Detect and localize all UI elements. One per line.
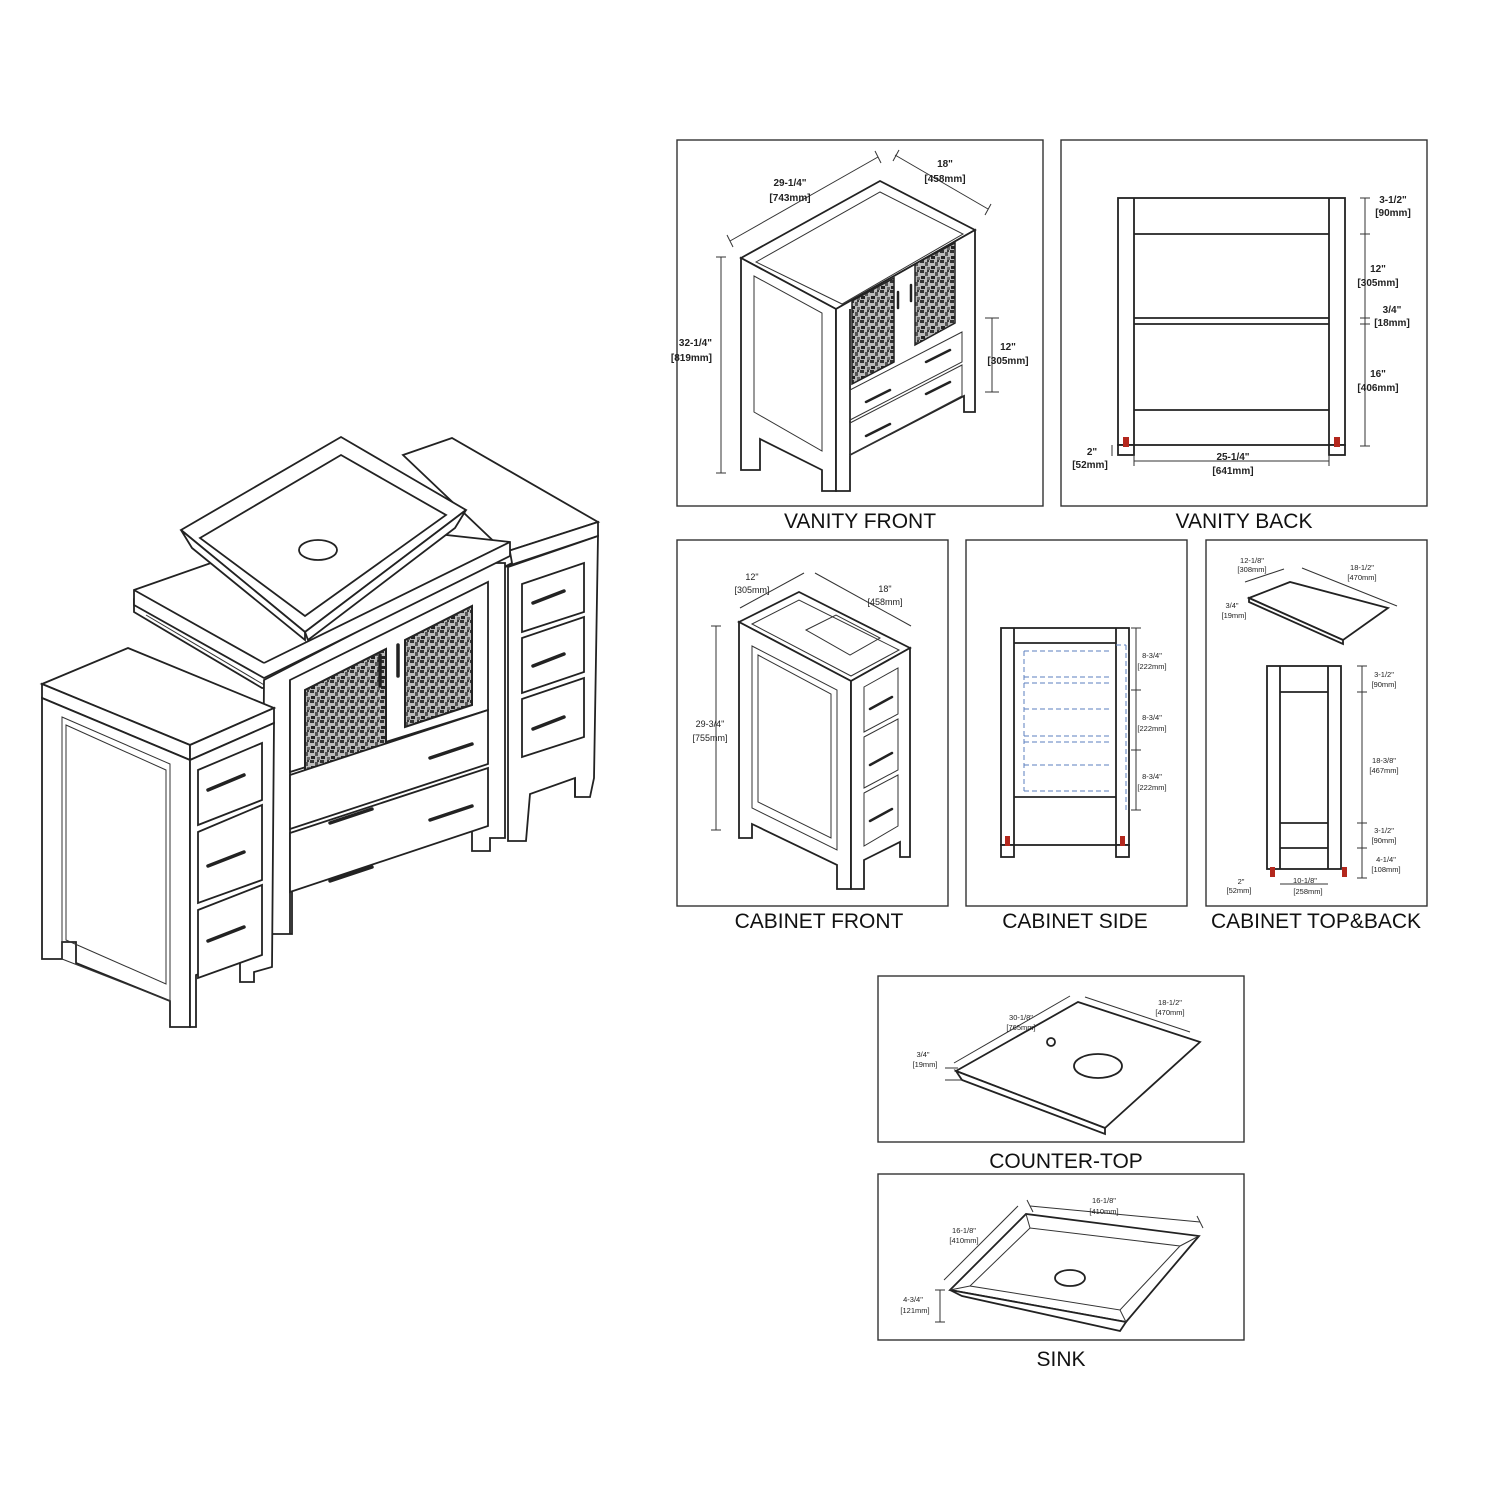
dim-ct-t-mm: [19mm] <box>1221 611 1246 620</box>
dim-co-w-in: 30-1/8" <box>1009 1013 1033 1022</box>
dim-vb-foot-mm: [52mm] <box>1072 460 1108 471</box>
dim-sk-d-mm: [410mm] <box>949 1236 978 1245</box>
dim-co-w-mm: [765mm] <box>1006 1023 1035 1032</box>
panel-vanity-front: 29-1/4" [743mm] 18" [458mm] 32-1/4" [819… <box>671 139 1044 533</box>
panel-sink: 16-1/8" [410mm] 16-1/8" [410mm] 4-3/4" [… <box>877 1173 1245 1371</box>
dim-vf-width-in: 29-1/4" <box>773 178 806 189</box>
dim-cs-d3-mm: [222mm] <box>1137 783 1166 792</box>
dim-vf-width-mm: [743mm] <box>769 193 810 204</box>
panel-cabinet-front: 12" [305mm] 18" [458mm] 29-3/4" [755mm] … <box>676 539 949 933</box>
dim-vb-shelf-in: 3/4" <box>1383 305 1402 316</box>
dim-cf-height-mm: [755mm] <box>692 733 727 743</box>
dim-sk-h-mm: [121mm] <box>900 1306 929 1315</box>
dim-cb-leg-in: 4-1/4" <box>1376 855 1396 864</box>
dim-ct-t-in: 3/4" <box>1225 601 1238 610</box>
dim-vb-width-in: 25-1/4" <box>1216 452 1249 463</box>
dim-sk-w-in: 16-1/8" <box>1092 1196 1116 1205</box>
dim-cs-d1-mm: [222mm] <box>1137 662 1166 671</box>
dim-vb-width-mm: [641mm] <box>1212 466 1253 477</box>
dim-cb-rail-mm: [90mm] <box>1371 836 1396 845</box>
dim-vb-top-mm: [90mm] <box>1375 208 1411 219</box>
dim-cf-width-mm: [305mm] <box>734 585 769 595</box>
dim-ct-d-in: 18-1/2" <box>1350 563 1374 572</box>
dim-cb-width-in: 10-1/8" <box>1293 876 1317 885</box>
dim-cb-foot-in: 2" <box>1238 877 1245 886</box>
caption-vanity-back: VANITY BACK <box>1176 510 1313 533</box>
panel-cabinet-side: 8-3/4" [222mm] 8-3/4" [222mm] 8-3/4" [22… <box>965 539 1188 933</box>
caption-cabinet-top-back: CABINET TOP&BACK <box>1211 910 1421 933</box>
dim-vb-lower-mm: [406mm] <box>1357 383 1398 394</box>
dim-cb-foot-mm: [52mm] <box>1226 886 1251 895</box>
left-cabinet <box>39 647 277 1028</box>
dim-cb-top-in: 3-1/2" <box>1374 670 1394 679</box>
dim-vb-shelf-mm: [18mm] <box>1374 318 1410 329</box>
dim-ct-w-in: 12-1/8" <box>1240 556 1264 565</box>
caption-sink: SINK <box>1036 1348 1085 1371</box>
dim-sk-w-mm: [410mm] <box>1089 1207 1118 1216</box>
dim-vf-height-in: 32-1/4" <box>679 338 712 349</box>
dim-vb-upper-in: 12" <box>1370 264 1386 275</box>
dim-vf-drawer-mm: [305mm] <box>987 356 1028 367</box>
dim-cb-mid-mm: [467mm] <box>1369 766 1398 775</box>
dim-vf-depth-in: 18" <box>937 159 953 170</box>
dim-cb-leg-mm: [108mm] <box>1371 865 1400 874</box>
dim-vb-lower-in: 16" <box>1370 369 1386 380</box>
dim-cb-width-mm: [258mm] <box>1293 887 1322 896</box>
vessel-sink <box>179 435 468 642</box>
caption-cabinet-front: CABINET FRONT <box>735 910 904 933</box>
panel-cabinet-top-back: 12-1/8" [308mm] 18-1/2" [470mm] 3/4" [19… <box>1205 539 1428 933</box>
dim-ct-w-mm: [308mm] <box>1237 565 1266 574</box>
dim-vb-upper-mm: [305mm] <box>1357 278 1398 289</box>
dim-cs-d2-in: 8-3/4" <box>1142 713 1162 722</box>
dim-cf-depth-mm: [458mm] <box>867 597 902 607</box>
caption-counter-top: COUNTER-TOP <box>989 1150 1143 1173</box>
panel-counter-top: 30-1/8" [765mm] 18-1/2" [470mm] 3/4" [19… <box>877 975 1245 1173</box>
dim-ct-d-mm: [470mm] <box>1347 573 1376 582</box>
dim-cs-d3-in: 8-3/4" <box>1142 772 1162 781</box>
dim-cs-d1-in: 8-3/4" <box>1142 651 1162 660</box>
dim-vf-drawer-in: 12" <box>1000 342 1016 353</box>
dim-sk-h-in: 4-3/4" <box>903 1295 923 1304</box>
assembly-isometric <box>39 435 601 1028</box>
dim-vf-depth-mm: [458mm] <box>924 174 965 185</box>
dim-sk-d-in: 16-1/8" <box>952 1226 976 1235</box>
dim-co-t-in: 3/4" <box>916 1050 929 1059</box>
dim-cf-width-in: 12" <box>745 572 758 582</box>
dim-cb-top-mm: [90mm] <box>1371 680 1396 689</box>
dim-cb-mid-in: 18-3/8" <box>1372 756 1396 765</box>
dim-cf-depth-in: 18" <box>878 584 891 594</box>
dim-cs-d2-mm: [222mm] <box>1137 724 1166 733</box>
dim-vb-foot-in: 2" <box>1087 447 1098 458</box>
caption-cabinet-side: CABINET SIDE <box>1002 910 1147 933</box>
dim-vb-top-in: 3-1/2" <box>1379 195 1407 206</box>
dim-co-d-mm: [470mm] <box>1155 1008 1184 1017</box>
dim-cb-rail-in: 3-1/2" <box>1374 826 1394 835</box>
dim-co-d-in: 18-1/2" <box>1158 998 1182 1007</box>
dim-co-t-mm: [19mm] <box>912 1060 937 1069</box>
dim-vf-height-mm: [819mm] <box>671 353 712 364</box>
caption-vanity-front: VANITY FRONT <box>784 510 936 533</box>
right-cabinet <box>401 437 601 842</box>
dim-cf-height-in: 29-3/4" <box>696 719 725 729</box>
panel-vanity-back: 3-1/2" [90mm] 12" [305mm] 3/4" [18mm] 16… <box>1060 139 1428 533</box>
